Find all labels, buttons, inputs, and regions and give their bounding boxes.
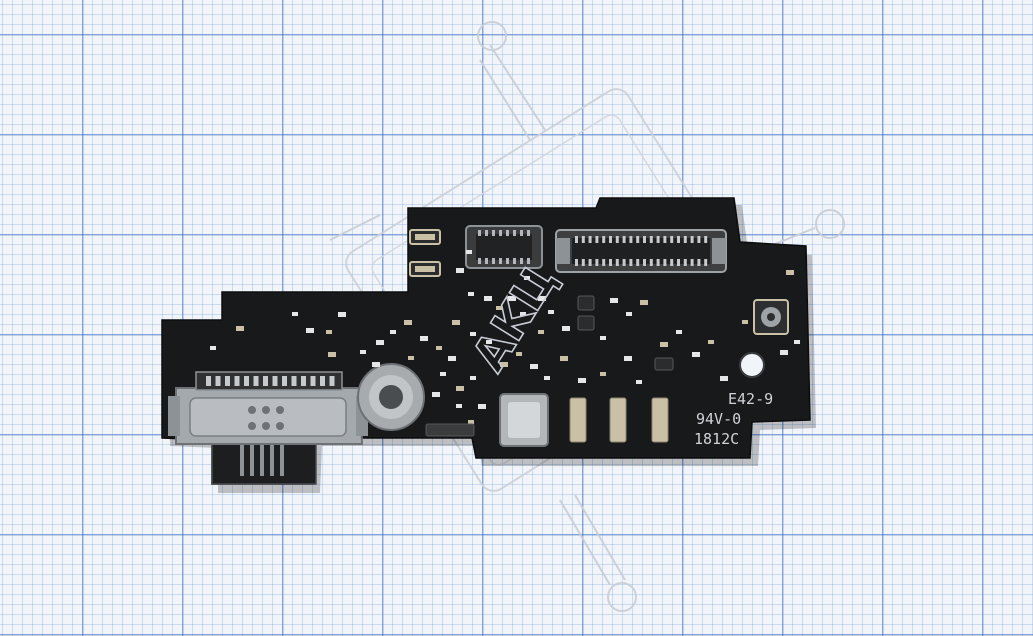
smd-pads-left (409, 229, 441, 277)
gold-test-pads (569, 397, 669, 443)
silkscreen-line-1: E42-9 (728, 390, 773, 408)
silkscreen-markings: E42-9 94V-0 1812C (694, 390, 773, 448)
microphone (499, 393, 549, 447)
rf-antenna-connector (753, 299, 789, 335)
inductors (425, 295, 674, 437)
silkscreen-line-3: 1812C (694, 430, 739, 448)
board-to-board-connector-small (465, 225, 543, 269)
usb-type-c-connector (168, 371, 368, 485)
fpc-connector-large (555, 229, 727, 273)
smd-components (210, 250, 800, 424)
mounting-hole (739, 352, 765, 378)
metal-washer (357, 363, 425, 431)
silkscreen-line-2: 94V-0 (696, 410, 741, 428)
